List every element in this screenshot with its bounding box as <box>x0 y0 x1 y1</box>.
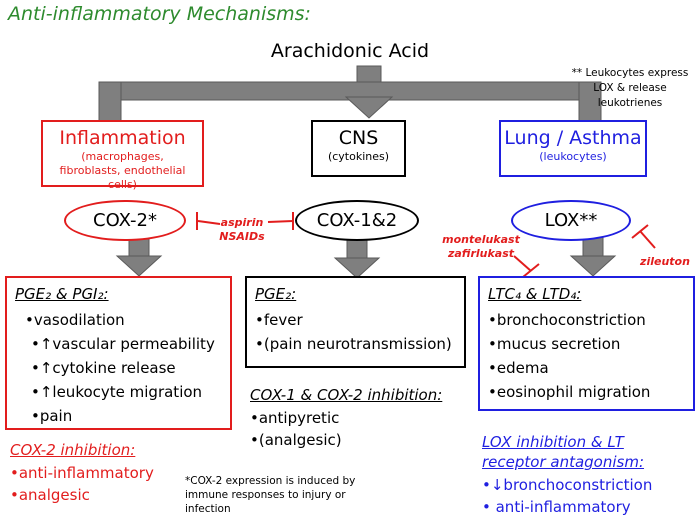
zafirlukast-label: zafirlukast <box>447 247 515 260</box>
products-right-heading: LTC₄ & LTD₄: <box>488 285 582 303</box>
cox12-ellipse: COX-1&2 <box>295 200 419 241</box>
list-item: •↑vascular permeability <box>31 335 215 353</box>
aspirin-nsaids-label: aspirin NSAIDs <box>213 216 271 244</box>
cox2-label: COX-2* <box>93 210 157 231</box>
inhibit-cox2-line <box>197 220 221 225</box>
head-center <box>333 257 381 279</box>
products-center-heading: PGE₂: <box>255 285 297 303</box>
outcome-left: COX-2 inhibition: •anti-inflammatory •an… <box>10 440 200 506</box>
cns-box: CNS (cytokines) <box>311 120 406 177</box>
inflammation-box: Inflammation (macrophages, fibroblasts, … <box>41 120 204 191</box>
inhibit-cox12-line <box>267 220 294 223</box>
list-item: •pain <box>31 407 73 425</box>
montelukast-label: montelukast <box>442 233 520 246</box>
zileuton-label: zileuton <box>630 255 700 269</box>
list-item: •bronchoconstriction <box>488 311 646 329</box>
inflammation-label: Inflammation <box>59 127 186 149</box>
products-right-box: LTC₄ & LTD₄: •bronchoconstriction •mucus… <box>478 276 695 411</box>
list-item: •fever <box>255 311 303 329</box>
products-right-list: •bronchoconstriction •mucus secretion •e… <box>488 308 685 404</box>
lung-sublabel: (leukocytes) <box>539 150 607 163</box>
list-item: • anti-inflammatory <box>482 498 631 516</box>
list-item: •(pain neurotransmission) <box>255 335 452 353</box>
list-item: •mucus secretion <box>488 335 621 353</box>
head-right <box>569 255 617 277</box>
list-item: •↑leukocyte migration <box>31 383 203 401</box>
list-item: •vasodilation <box>25 311 125 329</box>
inhibit-lox-bar <box>631 224 649 239</box>
outcome-center: COX-1 & COX-2 inhibition: •antipyretic •… <box>250 385 470 451</box>
aspirin-label: aspirin <box>220 216 264 229</box>
outcome-left-list: •anti-inflammatory •analgesic <box>10 462 200 506</box>
products-center-box: PGE₂: •fever •(pain neurotransmission) <box>245 276 466 368</box>
products-left-heading: PGE₂ & PGI₂: <box>15 285 109 303</box>
list-item: •↑cytokine release <box>31 359 176 377</box>
outcome-right: LOX inhibition & LT receptor antagonism:… <box>482 432 682 518</box>
list-item: •↓bronchoconstriction <box>482 476 653 494</box>
outcome-right-heading: LOX inhibition & LT receptor antagonism: <box>482 433 645 471</box>
page-title: Anti-inflammatory Mechanisms: <box>8 3 311 25</box>
cns-sublabel: (cytokines) <box>327 150 390 163</box>
head-left <box>115 255 163 277</box>
lox-label: LOX** <box>544 210 598 231</box>
products-left-list: •vasodilation •↑vascular permeability •↑… <box>25 308 222 428</box>
inhibit-lt-receptor-line <box>513 255 532 272</box>
inflammation-sublabel: (macrophages, fibroblasts, endothelial c… <box>59 150 186 191</box>
list-item: •(analgesic) <box>250 431 342 449</box>
nsaids-label: NSAIDs <box>219 230 265 243</box>
products-left-box: PGE₂ & PGI₂: •vasodilation •↑vascular pe… <box>5 276 232 430</box>
inhibit-lox-line <box>639 230 656 249</box>
drop-left <box>98 81 122 123</box>
list-item: •edema <box>488 359 549 377</box>
cox12-label: COX-1&2 <box>316 210 398 231</box>
cox2-footnote: *COX-2 expression is induced by immune r… <box>185 475 356 515</box>
inhibit-lt-receptor-bar <box>522 263 540 278</box>
products-center-list: •fever •(pain neurotransmission) <box>255 308 456 356</box>
lt-antagonists-label: montelukast zafirlukast <box>441 233 521 261</box>
outcome-center-heading: COX-1 & COX-2 inhibition: <box>250 386 443 404</box>
list-item: •anti-inflammatory <box>10 464 154 482</box>
outcome-left-heading: COX-2 inhibition: <box>10 441 136 459</box>
lox-ellipse: LOX** <box>511 200 631 241</box>
lung-label: Lung / Asthma <box>504 127 642 149</box>
list-item: •eosinophil migration <box>488 383 651 401</box>
lung-box: Lung / Asthma (leukocytes) <box>499 120 647 177</box>
outcome-right-list: •↓bronchoconstriction • anti-inflammator… <box>482 474 682 518</box>
list-item: •antipyretic <box>250 409 340 427</box>
cns-label: CNS <box>338 127 379 149</box>
zileuton-text: zileuton <box>640 255 690 268</box>
arachidonic-acid-label: Arachidonic Acid <box>270 40 430 62</box>
outcome-center-list: •antipyretic •(analgesic) <box>250 407 470 451</box>
trunk-arrowhead <box>344 96 394 119</box>
list-item: •analgesic <box>10 486 90 504</box>
leukocyte-note: ** Leukocytes express LOX & release leuk… <box>571 67 689 109</box>
cox2-ellipse: COX-2* <box>64 200 186 241</box>
